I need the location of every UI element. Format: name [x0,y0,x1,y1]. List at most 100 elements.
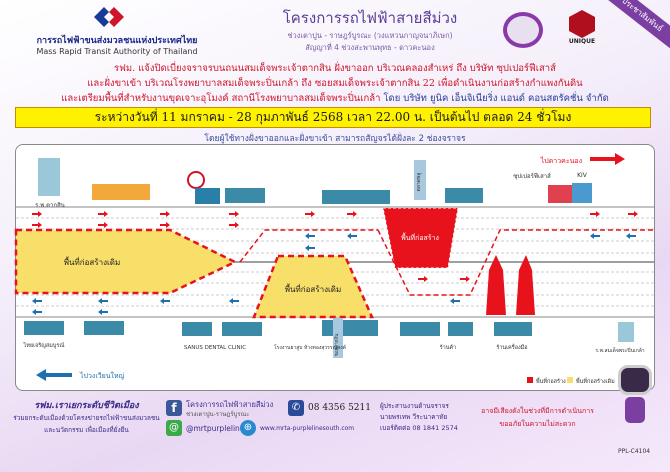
unique-logo-text: UNIQUE [568,38,596,45]
coordinator-name: นายพรเทพ วีระนาคาทัย [380,413,448,421]
new-construction-zone-3 [516,255,535,315]
arrow-right-icon [98,222,108,228]
arrow-left-icon [590,233,600,239]
building-icon [445,188,483,203]
label-kiv: KIV [577,172,588,179]
title-main: โครงการรถไฟฟ้าสายสีม่วง [282,9,458,27]
arrow-right-icon [229,211,239,217]
building-icon [222,322,262,336]
to-dao-khanong-label: ไปดาวคะนอง [540,156,582,165]
arrow-right-icon [590,153,625,165]
slogan-line-3: และนวัตกรรม เพื่อเมืองที่ยั่งยืน [44,426,129,434]
building-icon [400,322,440,336]
arrow-right-icon [98,211,108,217]
mascot [612,365,658,425]
label-sanus-dental: SANUS DENTAL CLINIC [184,345,246,351]
arrow-right-icon [32,211,42,217]
existing-zone-1-label: พื้นที่ก่อสร้างเดิม [64,256,120,267]
shophouse-icon [92,184,150,200]
label-tool-shop: ร้านเครื่องมือ [496,343,527,351]
label-super-fiesta: ซุปเปอร์ฟีเสาส์ [513,172,551,180]
slogan-line-2: ร่วมยกระดับเมืองด้วยโครงข่ายรถไฟฟ้าขนส่ง… [13,414,160,422]
arrow-right-icon [32,222,42,228]
label-taksin-hospital: ร.พ.ตากสิน [35,202,65,209]
top-buildings [38,158,592,204]
existing-construction-zone-2 [252,254,374,319]
bank-logo-icon [187,171,205,189]
bottom-buildings [24,318,532,358]
apology-note: อาจมีเสียงดังในช่วงที่มีการดำเนินการ ขออ… [470,405,605,431]
arrow-right-icon [460,276,470,282]
hospital-building-icon [618,322,634,342]
facebook-page: โครงการรถไฟฟ้าสายสีม่วง [186,400,274,409]
building-icon [448,322,473,336]
arrow-left-icon [98,309,108,315]
notice-contractor: โดย บริษัท ยูนิค เอ็นจิเนียริ่ง แอนด์ คอ… [380,93,609,104]
arrow-left-icon [32,298,42,304]
building-icon [322,190,390,204]
kiv-building-icon [548,185,572,203]
inbound-arrows [32,233,636,315]
line-icon: @ [166,420,182,436]
phone-icon: ✆ [288,400,304,416]
direction-dao-khanong: ไปดาวคะนอง [540,153,625,165]
coordinator-title: ผู้ประสานงานด้านจราจร [380,402,449,410]
purple-line-logo [503,12,543,48]
slogan-title: รฟม.เราเยกระดับชีวิตเมือง [34,401,139,411]
legend-new-swatch [527,377,533,383]
notice-line-3a: และเตรียมพื้นที่สำหรับงานขุดเจาะอุโมงค์ … [61,93,381,104]
diversion-line [377,229,654,296]
arrow-right-icon [229,222,239,228]
facebook-contact[interactable]: f โครงการรถไฟฟ้าสายสีม่วงช่วงเตาปูน-ราษฎ… [166,400,273,420]
mascot-head-icon [618,365,652,395]
arrow-left-icon [98,298,108,304]
mrta-logo-icon [94,7,124,27]
building-icon [494,322,532,336]
existing-construction-zone-1 [14,228,238,295]
phone-contact[interactable]: ✆ 08 4356 5211 [288,400,371,416]
arrow-left-icon [229,298,239,304]
traffic-coordinator: ผู้ประสานงานด้านจราจร นายพรเทพ วีระนาคาท… [380,401,458,434]
new-construction-zone-2 [486,255,506,315]
label-soi: ตลาดพลู [416,173,422,192]
unique-logo: UNIQUE [565,10,599,45]
outbound-arrows [32,211,638,282]
arrow-left-icon [32,309,42,315]
facebook-sub: ช่วงเตาปูน-ราษฎร์บูรณะ [186,411,250,418]
facebook-icon: f [166,400,182,416]
period-banner: ระหว่างวันที่ 11 มกราคม - 28 กุมภาพันธ์ … [15,107,651,128]
arrow-left-icon [36,369,72,381]
building-icon [322,320,378,336]
website-link[interactable]: ⊕ www.mrta-purplelinesouth.com [240,420,354,436]
line-contact[interactable]: @ @mrtpurpleline [166,420,244,436]
notice-line-3: และเตรียมพื้นที่สำหรับงานขุดเจาะอุโมงค์ … [10,91,660,106]
website-url: www.mrta-purplelinesouth.com [260,424,355,432]
hospital-building-icon [38,158,60,196]
existing-zone-2-label: พื้นที่ก่อสร้างเดิม [285,283,341,294]
arrow-right-icon [628,211,638,217]
building-icon [24,321,64,335]
label-thai-charoen: ไทยเจริญสมบูรณ์ [23,342,65,349]
soi-sign [333,318,343,358]
title-sub2: สัญญาที่ 4 ช่วงสะพานพุทธ - ดาวคะนอง [305,43,435,52]
notice-line-2: และฝั่งขาเข้า บริเวณโรงพยาบาลสมเด็จพระปิ… [87,78,583,89]
arrow-left-icon [305,233,315,239]
org-name-th: การรถไฟฟ้าขนส่งมวลชนแห่งประเทศไทย [36,36,198,46]
apology-line-1: อาจมีเสียงดังในช่วงที่มีการดำเนินการ [481,407,594,415]
arrow-right-icon [305,211,315,217]
direction-wongwian-yai: ไปวงเวียนใหญ่ [36,369,125,381]
label-shop: ร้านค้า [440,344,457,351]
title-sub1: ช่วงเตาปูน - ราษฎร์บูรณะ (วงแหวนกาญจนาภิ… [287,31,453,40]
phone-number: 08 4356 5211 [308,403,371,413]
new-construction-zone [382,207,459,269]
legend-existing-label: พื้นที่ก่อสร้างเดิม [576,377,615,385]
bank-building-icon [195,188,220,204]
org-name: การรถไฟฟ้าขนส่งมวลชนแห่งประเทศไทย Mass R… [12,33,222,56]
diversion-line [239,229,378,263]
lane-note: โดยผู้ใช้ทางฝั่งขาออกและฝั่งขาเข้า สามาร… [204,134,466,144]
new-zone-label: พื้นที่ก่อสร้าง [401,231,439,242]
label-soi-taksin: ซอยตากสิน [334,334,340,356]
arrow-right-icon [160,211,170,217]
building-icon [84,321,124,335]
